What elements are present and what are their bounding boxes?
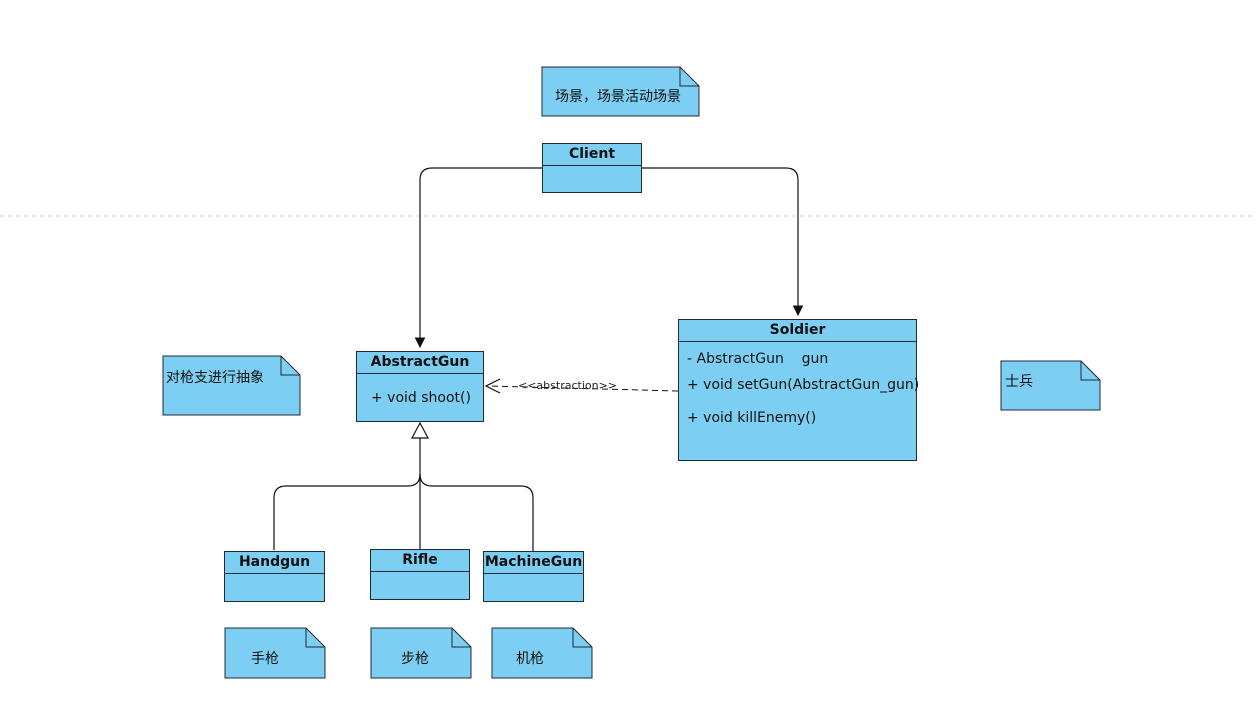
attribute-gun: - AbstractGun gun (687, 351, 829, 367)
note-handgun-shape (224, 627, 326, 679)
dependency-arrowhead (484, 378, 501, 394)
class-machinegun[interactable]: MachineGun (483, 551, 584, 602)
note-soldier: 士兵 (1001, 361, 1100, 410)
note-handgun: 手枪 (225, 628, 325, 678)
class-abstractgun-name: AbstractGun (357, 352, 483, 374)
note-scene-text: 场景，场景活动场景 (555, 89, 681, 105)
edge-client-soldier (642, 167, 804, 317)
note-scene: 场景，场景活动场景 (542, 67, 699, 116)
note-machinegun: 机枪 (492, 628, 592, 678)
note-machinegun-text: 机枪 (516, 651, 544, 667)
edge-handgun-abstractgun (273, 473, 421, 550)
note-soldier-shape (1000, 360, 1101, 411)
note-soldier-text: 士兵 (1005, 374, 1033, 390)
class-client[interactable]: Client (542, 143, 642, 193)
note-abstract-gun-shape (162, 355, 301, 416)
note-rifle: 步枪 (371, 628, 471, 678)
class-machinegun-name: MachineGun (484, 552, 583, 574)
dependency-label: <<abstraction>> (518, 379, 618, 392)
class-rifle[interactable]: Rifle (370, 549, 470, 600)
note-abstract-gun: 对枪支进行抽象 (163, 356, 300, 415)
note-rifle-text: 步枪 (401, 651, 429, 667)
note-scene-shape (541, 66, 700, 117)
class-handgun[interactable]: Handgun (224, 551, 325, 602)
class-soldier-name: Soldier (679, 320, 916, 342)
class-soldier[interactable]: Soldier - AbstractGun gun + void setGun(… (678, 319, 920, 461)
note-machinegun-shape (491, 627, 593, 679)
edge-soldier-abstractgun (487, 385, 679, 392)
class-handgun-name: Handgun (225, 552, 324, 574)
generalization-arrowhead (411, 421, 429, 439)
class-rifle-name: Rifle (371, 550, 469, 572)
method-shoot: + void shoot() (371, 390, 471, 406)
method-setgun: + void setGun(AbstractGun_gun) (687, 377, 920, 393)
class-abstractgun[interactable]: AbstractGun + void shoot() (356, 351, 484, 422)
note-handgun-text: 手枪 (251, 651, 279, 667)
note-rifle-shape (370, 627, 472, 679)
note-abstract-gun-text: 对枪支进行抽象 (166, 370, 264, 386)
edge-machinegun-abstractgun (419, 473, 534, 551)
class-client-name: Client (543, 144, 641, 166)
edge-client-abstractgun (414, 167, 542, 349)
method-killenemy: + void killEnemy() (687, 410, 817, 426)
